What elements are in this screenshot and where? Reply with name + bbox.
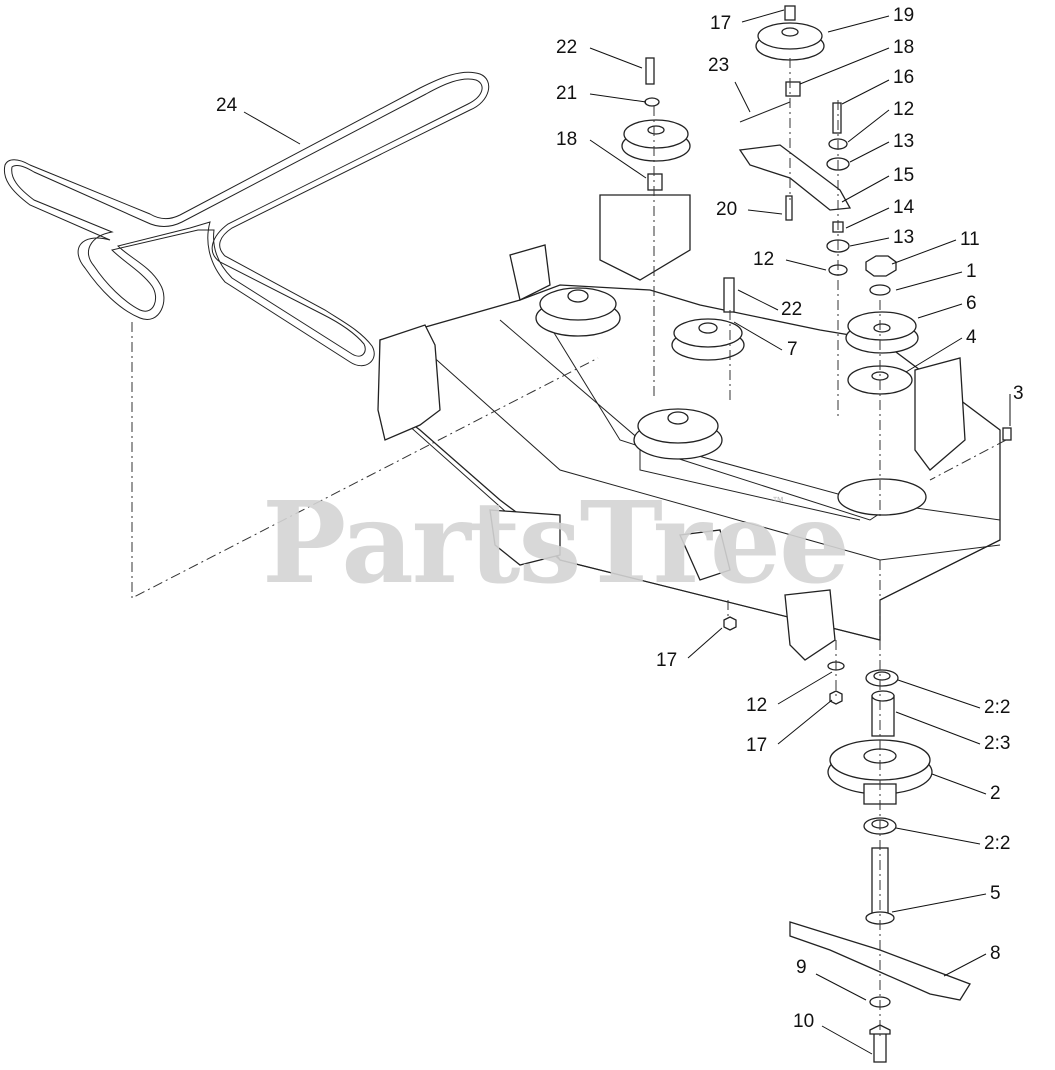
callout-c14[interactable]: 14 bbox=[893, 197, 915, 218]
callout-c12c[interactable]: 12 bbox=[746, 695, 768, 716]
idler-arm bbox=[738, 144, 852, 211]
callout-c20[interactable]: 20 bbox=[716, 199, 738, 220]
washer-21 bbox=[644, 97, 660, 107]
callout-c13a[interactable]: 13 bbox=[893, 131, 915, 152]
callout-c17a[interactable]: 17 bbox=[710, 13, 732, 34]
drive-belt bbox=[3, 71, 490, 367]
callout-c12a[interactable]: 12 bbox=[893, 99, 915, 120]
callout-c18a[interactable]: 18 bbox=[893, 37, 915, 58]
callout-c22b[interactable]: 22 bbox=[781, 299, 803, 320]
bolt-16 bbox=[832, 102, 842, 134]
callout-c13b[interactable]: 13 bbox=[893, 227, 915, 248]
callout-c17c[interactable]: 17 bbox=[746, 735, 768, 756]
callout-c22d[interactable]: 2:2 bbox=[984, 833, 1011, 854]
bolt-22b bbox=[723, 277, 735, 313]
callout-c3[interactable]: 3 bbox=[1013, 383, 1024, 404]
spacer-18b bbox=[647, 173, 663, 191]
callout-c6[interactable]: 6 bbox=[966, 293, 977, 314]
blade-bolt-10 bbox=[869, 1024, 891, 1063]
spacer-2-3 bbox=[871, 690, 895, 737]
nut-17c bbox=[829, 690, 843, 705]
callout-c23[interactable]: 23 bbox=[708, 55, 730, 76]
left-spindle-pulley bbox=[535, 287, 621, 337]
bolt-20 bbox=[785, 195, 793, 221]
callout-c23b[interactable]: 2:3 bbox=[984, 733, 1011, 754]
callout-c10[interactable]: 10 bbox=[793, 1011, 815, 1032]
nut-17b bbox=[723, 616, 737, 631]
bolt-22a bbox=[645, 57, 655, 85]
hex-nut-11 bbox=[865, 255, 897, 277]
idler-pulley-center bbox=[671, 318, 745, 361]
right-spindle-opening bbox=[837, 478, 927, 516]
callout-c16[interactable]: 16 bbox=[893, 67, 915, 88]
callout-c17b[interactable]: 17 bbox=[656, 650, 678, 671]
callout-c22a[interactable]: 22 bbox=[556, 37, 578, 58]
spindle-pulley-6 bbox=[845, 311, 919, 354]
idler-pulley-top bbox=[755, 5, 825, 61]
callout-c2[interactable]: 2 bbox=[990, 783, 1001, 804]
spacer-18a bbox=[785, 81, 801, 97]
callout-c8[interactable]: 8 bbox=[990, 943, 1001, 964]
callout-c1[interactable]: 1 bbox=[966, 261, 977, 282]
watermark-trademark: ™ bbox=[772, 494, 784, 508]
callout-c22c[interactable]: 2:2 bbox=[984, 697, 1011, 718]
callout-c9[interactable]: 9 bbox=[796, 957, 807, 978]
callout-c15[interactable]: 15 bbox=[893, 165, 915, 186]
callout-c12b[interactable]: 12 bbox=[753, 249, 775, 270]
leader-lines bbox=[243, 9, 1011, 1055]
callout-c5[interactable]: 5 bbox=[990, 883, 1001, 904]
callout-c4[interactable]: 4 bbox=[966, 327, 977, 348]
tension-spring bbox=[739, 101, 791, 123]
washer-1 bbox=[869, 284, 891, 296]
bolt-3 bbox=[1002, 427, 1012, 441]
assembly-centerlines bbox=[131, 58, 1007, 1040]
deck-housing bbox=[377, 194, 1001, 661]
callout-c19[interactable]: 19 bbox=[893, 5, 915, 26]
callout-c24[interactable]: 24 bbox=[216, 95, 238, 116]
bearing-2-2-top bbox=[865, 669, 899, 687]
center-spindle-pulley bbox=[633, 408, 723, 460]
idler-pulley-left-top bbox=[621, 119, 691, 162]
callout-c21[interactable]: 21 bbox=[556, 83, 578, 104]
callout-c11[interactable]: 11 bbox=[960, 229, 980, 250]
callout-c18b[interactable]: 18 bbox=[556, 129, 578, 150]
callout-c7[interactable]: 7 bbox=[787, 339, 798, 360]
